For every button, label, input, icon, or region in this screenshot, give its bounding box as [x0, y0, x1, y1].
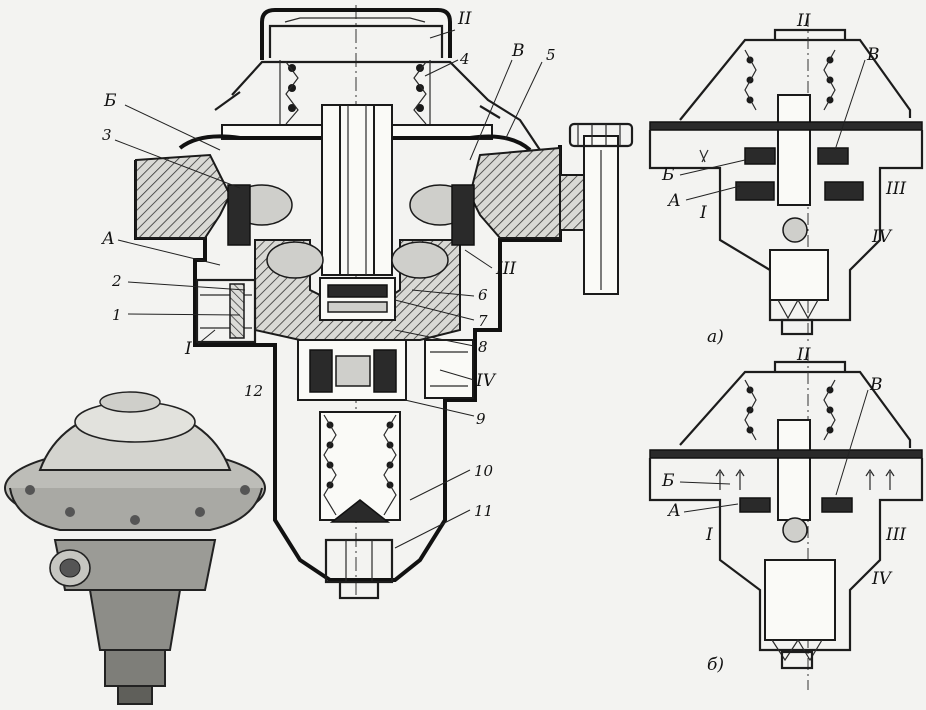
- view-a-label-iv: IV: [871, 227, 893, 247]
- view-a-leaders: [679, 59, 866, 201]
- schematic-view-b: [648, 350, 924, 690]
- label-chamber-v: В: [511, 41, 525, 61]
- label-port-ii: II: [457, 9, 472, 29]
- view-b-leaders: [679, 389, 869, 513]
- label-chamber-b: Б: [103, 91, 117, 111]
- view-a-label-b: Б: [661, 165, 675, 185]
- label-part-8: 8: [478, 338, 488, 356]
- main-cross-section: [134, 5, 634, 600]
- view-b-label-v: В: [869, 375, 883, 395]
- view-a-caption: а): [707, 327, 724, 347]
- port-iv-fitting: [424, 339, 474, 399]
- view-b-label-a: А: [667, 501, 681, 521]
- view-b-caption: б): [707, 655, 724, 675]
- main-labels: II 4 В 5 Б 3 А III 2 6 7 1 8 I IV 12 9 1…: [101, 9, 556, 520]
- label-part-12: 12: [244, 382, 263, 400]
- port-i-fitting: [195, 278, 257, 344]
- view-a-labels: II В Б III А I IV а): [661, 11, 906, 347]
- main-housing: [134, 145, 562, 582]
- view-b-label-b: Б: [661, 471, 675, 491]
- bottom-nut: [324, 538, 394, 584]
- label-part-10: 10: [474, 462, 494, 480]
- left-housing-wall: [135, 153, 232, 239]
- label-port-i: I: [184, 339, 192, 359]
- upper-spring: [288, 64, 424, 112]
- label-part-11: 11: [474, 502, 493, 520]
- label-chamber-a: А: [101, 229, 115, 249]
- label-part-4: 4: [459, 50, 470, 68]
- label-port-iii: III: [495, 259, 516, 279]
- main-leader-lines: [114, 29, 543, 549]
- view-a-label-i: I: [699, 203, 707, 223]
- view-a-label-v: В: [866, 45, 880, 65]
- schematic-view-a: [648, 15, 924, 345]
- label-part-9: 9: [476, 410, 486, 428]
- label-part-6: 6: [478, 286, 488, 304]
- label-part-3: 3: [102, 126, 112, 144]
- perspective-view: [4, 391, 266, 705]
- label-part-5: 5: [546, 46, 556, 64]
- upper-piston-rings: [227, 184, 475, 279]
- label-part-7: 7: [478, 312, 488, 330]
- label-part-2: 2: [111, 272, 122, 290]
- view-b-label-iv: IV: [871, 569, 893, 589]
- view-b-labels: II В Б А I III IV б): [661, 345, 906, 675]
- view-b-label-iii: III: [885, 525, 906, 545]
- central-stem: [321, 104, 393, 276]
- view-b-label-i: I: [705, 525, 713, 545]
- label-part-1: 1: [112, 306, 122, 324]
- view-b-label-ii: II: [796, 345, 811, 365]
- right-housing-wall: [468, 146, 561, 239]
- view-a-label-ii: II: [796, 11, 811, 31]
- view-a-label-a: А: [667, 191, 681, 211]
- label-port-iv: IV: [475, 371, 497, 391]
- top-cap: [260, 8, 452, 60]
- view-a-label-iii: III: [885, 179, 906, 199]
- upper-dome: [231, 60, 541, 151]
- lower-cone: [329, 499, 391, 523]
